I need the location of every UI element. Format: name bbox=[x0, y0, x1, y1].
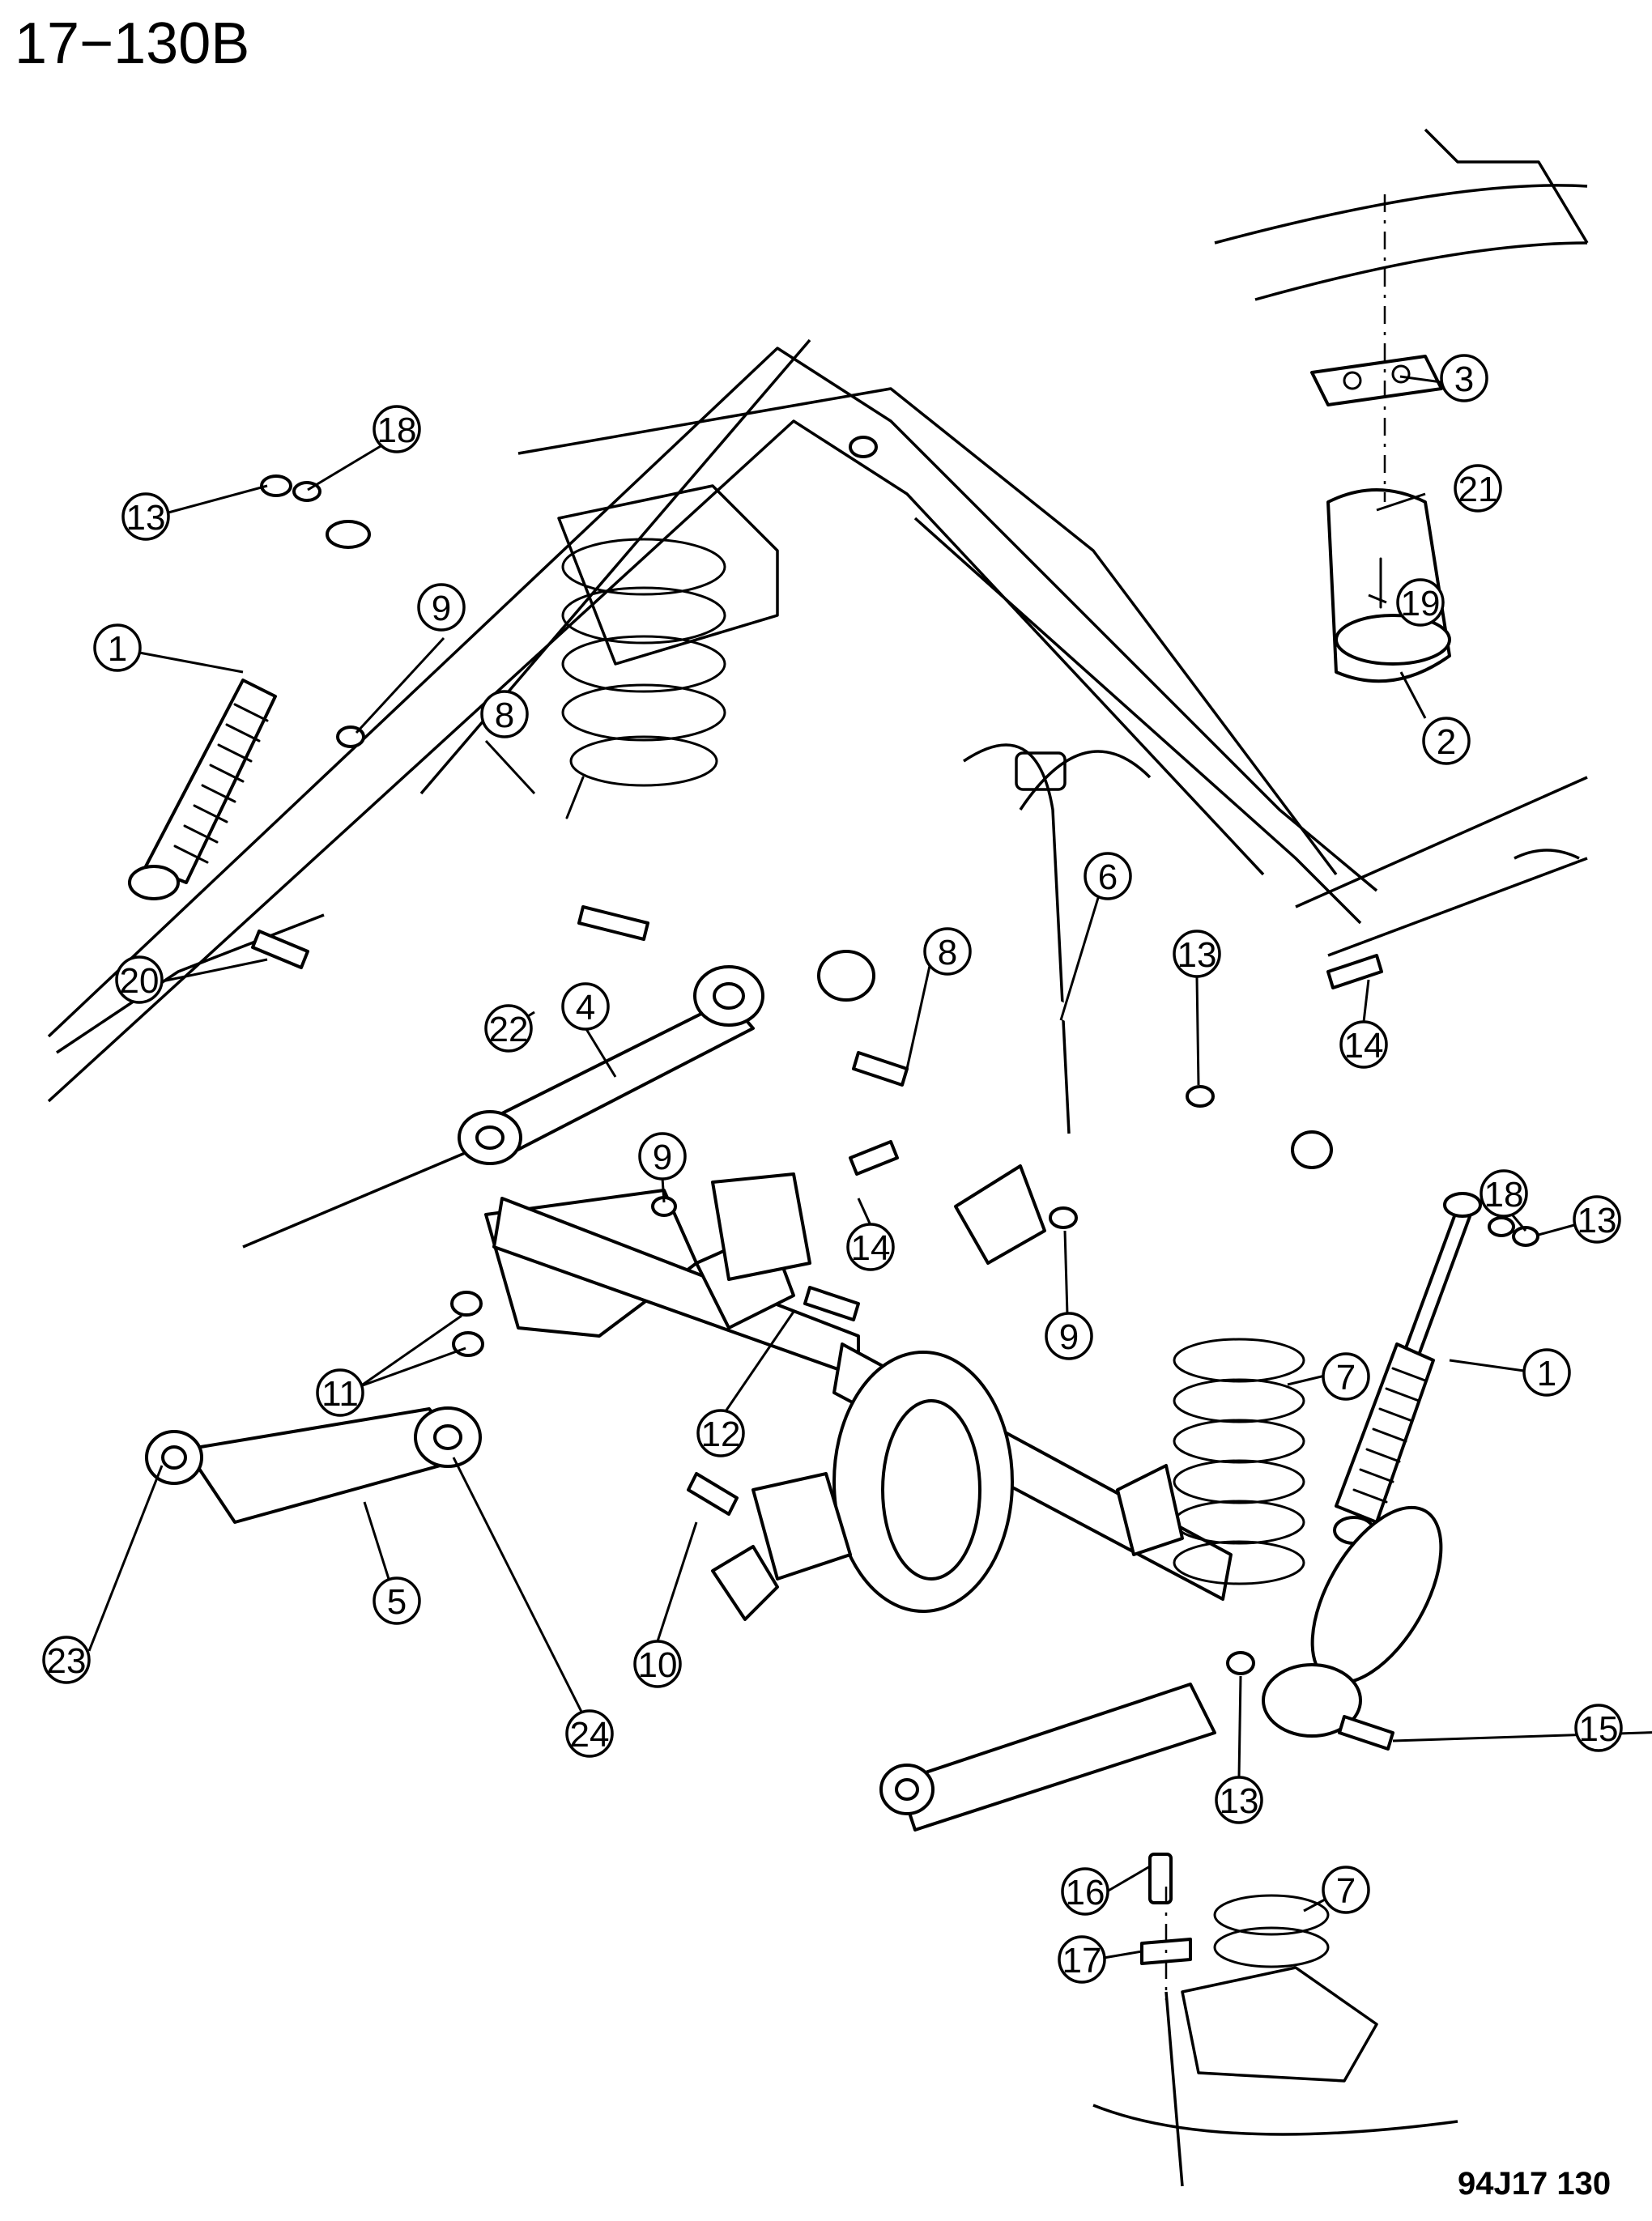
callout-15: 15 bbox=[1574, 1704, 1623, 1752]
svg-text:8: 8 bbox=[495, 696, 514, 735]
callout-3: 3 bbox=[1440, 354, 1488, 402]
callout-leaders bbox=[87, 375, 1652, 1959]
svg-text:7: 7 bbox=[1336, 1871, 1356, 1911]
svg-text:13: 13 bbox=[126, 498, 166, 538]
callout-23: 23 bbox=[42, 1636, 91, 1684]
vehicle-frame bbox=[47, 128, 1589, 1249]
svg-text:20: 20 bbox=[120, 961, 160, 1001]
callout-6: 6 bbox=[1084, 852, 1132, 900]
callout-8-upper: 8 bbox=[480, 690, 529, 738]
svg-text:12: 12 bbox=[701, 1415, 741, 1454]
callout-1-right: 1 bbox=[1522, 1348, 1571, 1397]
fasteners bbox=[251, 436, 1539, 1751]
stabilizer-bar bbox=[946, 956, 1333, 1265]
svg-text:2: 2 bbox=[1437, 722, 1456, 762]
callout-17: 17 bbox=[1058, 1935, 1106, 1984]
callout-8-middle: 8 bbox=[923, 927, 972, 976]
callout-19: 19 bbox=[1396, 578, 1445, 627]
svg-text:7: 7 bbox=[1336, 1358, 1356, 1398]
callout-13-upper-left: 13 bbox=[121, 492, 170, 541]
figure-code: 94J17 130 bbox=[1458, 2166, 1611, 2202]
lower-control-arm-right bbox=[879, 1683, 1216, 1832]
svg-text:19: 19 bbox=[1401, 584, 1441, 623]
svg-text:13: 13 bbox=[1220, 1781, 1259, 1821]
shock-absorber-left bbox=[128, 520, 371, 900]
lower-right-coil-spring bbox=[1116, 1338, 1305, 1585]
svg-text:14: 14 bbox=[851, 1228, 891, 1268]
upper-control-arm bbox=[458, 950, 875, 1165]
callout-1-left: 1 bbox=[93, 623, 142, 672]
svg-text:17: 17 bbox=[1062, 1941, 1102, 1981]
upper-coil-spring bbox=[557, 484, 779, 819]
svg-text:11: 11 bbox=[321, 1374, 359, 1414]
svg-text:23: 23 bbox=[47, 1641, 87, 1681]
callout-10: 10 bbox=[633, 1640, 682, 1688]
callout-13-right: 13 bbox=[1573, 1195, 1621, 1244]
svg-text:4: 4 bbox=[576, 988, 595, 1028]
inset-spring-retainer-detail bbox=[1092, 1853, 1458, 2187]
callout-11: 11 bbox=[316, 1368, 364, 1417]
callout-2: 2 bbox=[1422, 717, 1471, 765]
callout-9-upper: 9 bbox=[417, 583, 466, 632]
callout-21: 21 bbox=[1454, 464, 1502, 513]
axle-housing bbox=[484, 1172, 1443, 1738]
callout-16: 16 bbox=[1061, 1867, 1109, 1916]
svg-text:14: 14 bbox=[1344, 1026, 1384, 1066]
svg-text:8: 8 bbox=[938, 933, 957, 972]
lower-control-arm-left bbox=[145, 1406, 482, 1524]
svg-text:18: 18 bbox=[1484, 1175, 1524, 1215]
svg-text:9: 9 bbox=[432, 589, 451, 628]
svg-text:6: 6 bbox=[1098, 857, 1118, 897]
callout-18-right: 18 bbox=[1480, 1169, 1528, 1218]
callout-24: 24 bbox=[565, 1709, 614, 1758]
callout-4: 4 bbox=[561, 982, 610, 1031]
bump-stop-assembly bbox=[1310, 194, 1451, 683]
svg-text:22: 22 bbox=[489, 1010, 529, 1049]
callout-9-middle: 9 bbox=[638, 1132, 687, 1181]
callout-13-middle: 13 bbox=[1173, 930, 1221, 978]
svg-text:9: 9 bbox=[653, 1138, 672, 1177]
callout-14-right: 14 bbox=[1339, 1020, 1388, 1069]
svg-text:24: 24 bbox=[570, 1715, 610, 1755]
svg-text:13: 13 bbox=[1577, 1201, 1617, 1240]
callout-7-middle: 7 bbox=[1322, 1352, 1370, 1401]
callout-7-inset: 7 bbox=[1322, 1866, 1370, 1914]
svg-text:5: 5 bbox=[387, 1582, 407, 1622]
callout-5: 5 bbox=[373, 1576, 421, 1625]
svg-text:15: 15 bbox=[1579, 1709, 1619, 1749]
svg-text:21: 21 bbox=[1458, 470, 1498, 509]
svg-text:13: 13 bbox=[1177, 935, 1217, 975]
svg-text:1: 1 bbox=[108, 629, 127, 669]
svg-text:10: 10 bbox=[638, 1645, 678, 1685]
callout-20: 20 bbox=[115, 955, 164, 1004]
svg-text:3: 3 bbox=[1454, 360, 1474, 399]
diagram-title: 17−130B bbox=[15, 11, 249, 76]
callout-12: 12 bbox=[696, 1409, 745, 1457]
svg-text:9: 9 bbox=[1059, 1317, 1079, 1357]
callout-9-right: 9 bbox=[1045, 1312, 1093, 1360]
svg-text:16: 16 bbox=[1066, 1873, 1105, 1913]
svg-text:1: 1 bbox=[1537, 1354, 1556, 1393]
svg-text:18: 18 bbox=[377, 411, 417, 450]
callout-14-middle: 14 bbox=[846, 1223, 895, 1271]
callout-22: 22 bbox=[484, 1004, 533, 1053]
callout-18-upper-left: 18 bbox=[373, 405, 421, 453]
callout-13-lower: 13 bbox=[1215, 1776, 1263, 1824]
